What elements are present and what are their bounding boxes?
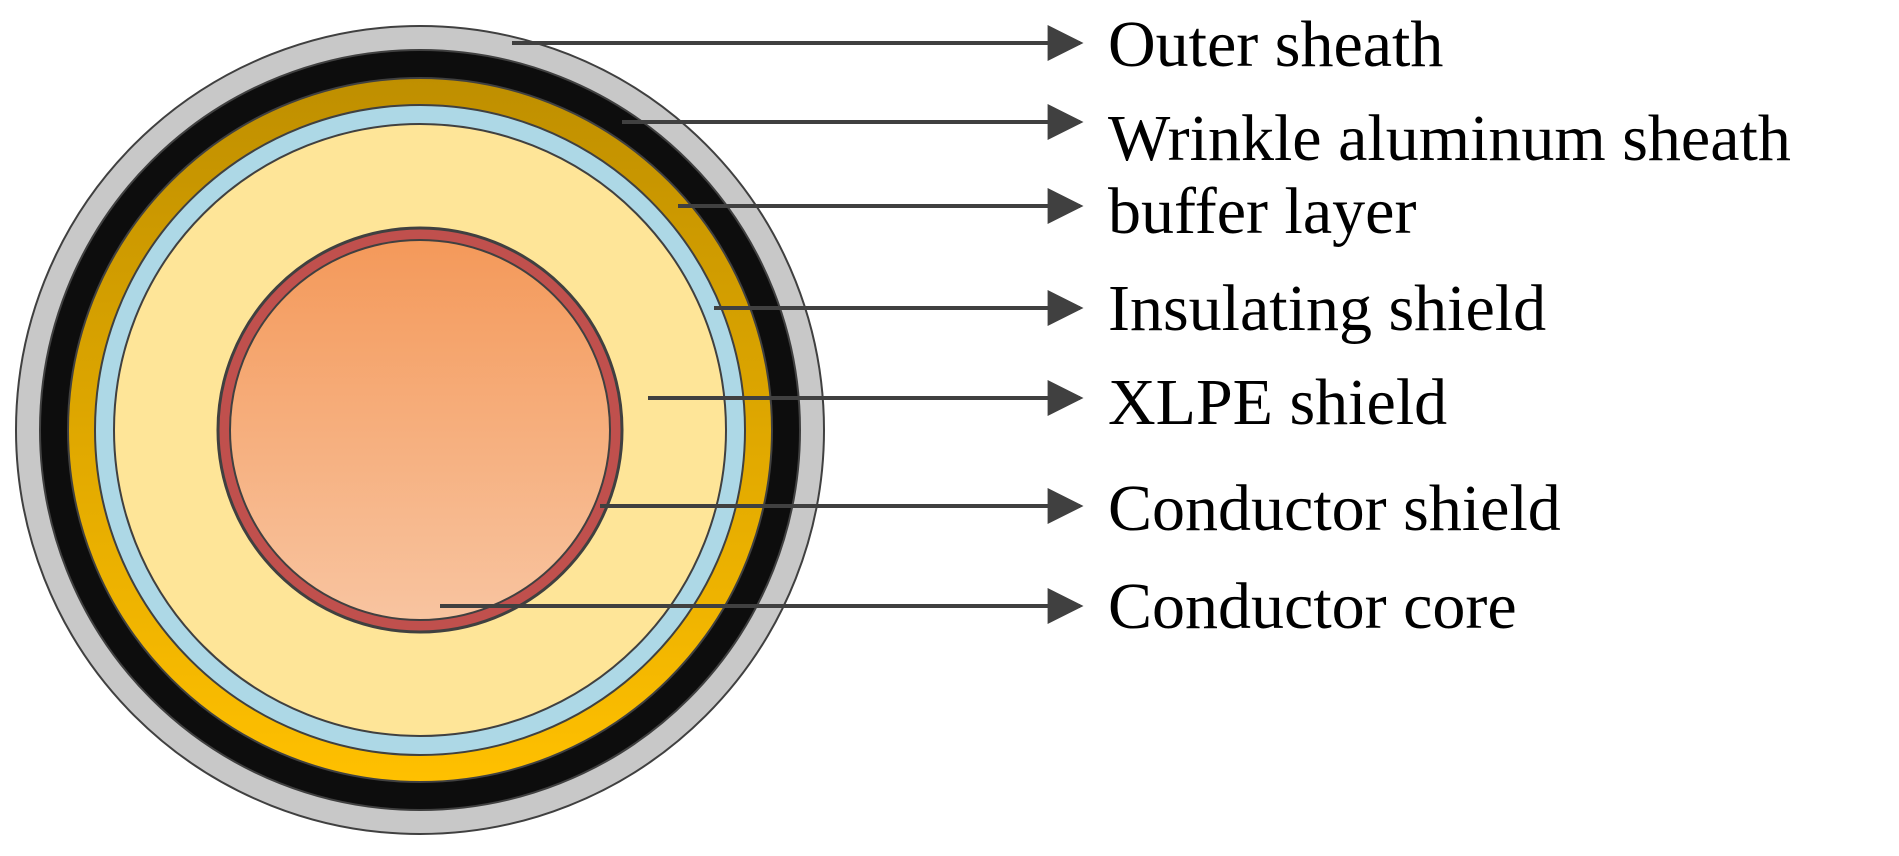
leader-lines (440, 25, 1084, 624)
label-conductor-shield: Conductor shield (1108, 472, 1561, 545)
label-wrinkle-aluminum-sheath: Wrinkle aluminum sheath (1108, 102, 1791, 175)
label-conductor-core: Conductor core (1108, 570, 1517, 643)
label-outer-sheath: Outer sheath (1108, 8, 1443, 81)
cable-layers (15, 25, 825, 835)
layer-labels: Outer sheath Wrinkle aluminum sheath buf… (1108, 8, 1791, 643)
label-buffer-layer: buffer layer (1108, 175, 1416, 248)
conductor-core (229, 239, 611, 621)
label-insulating-shield: Insulating shield (1108, 272, 1546, 345)
label-xlpe-shield: XLPE shield (1108, 366, 1447, 439)
